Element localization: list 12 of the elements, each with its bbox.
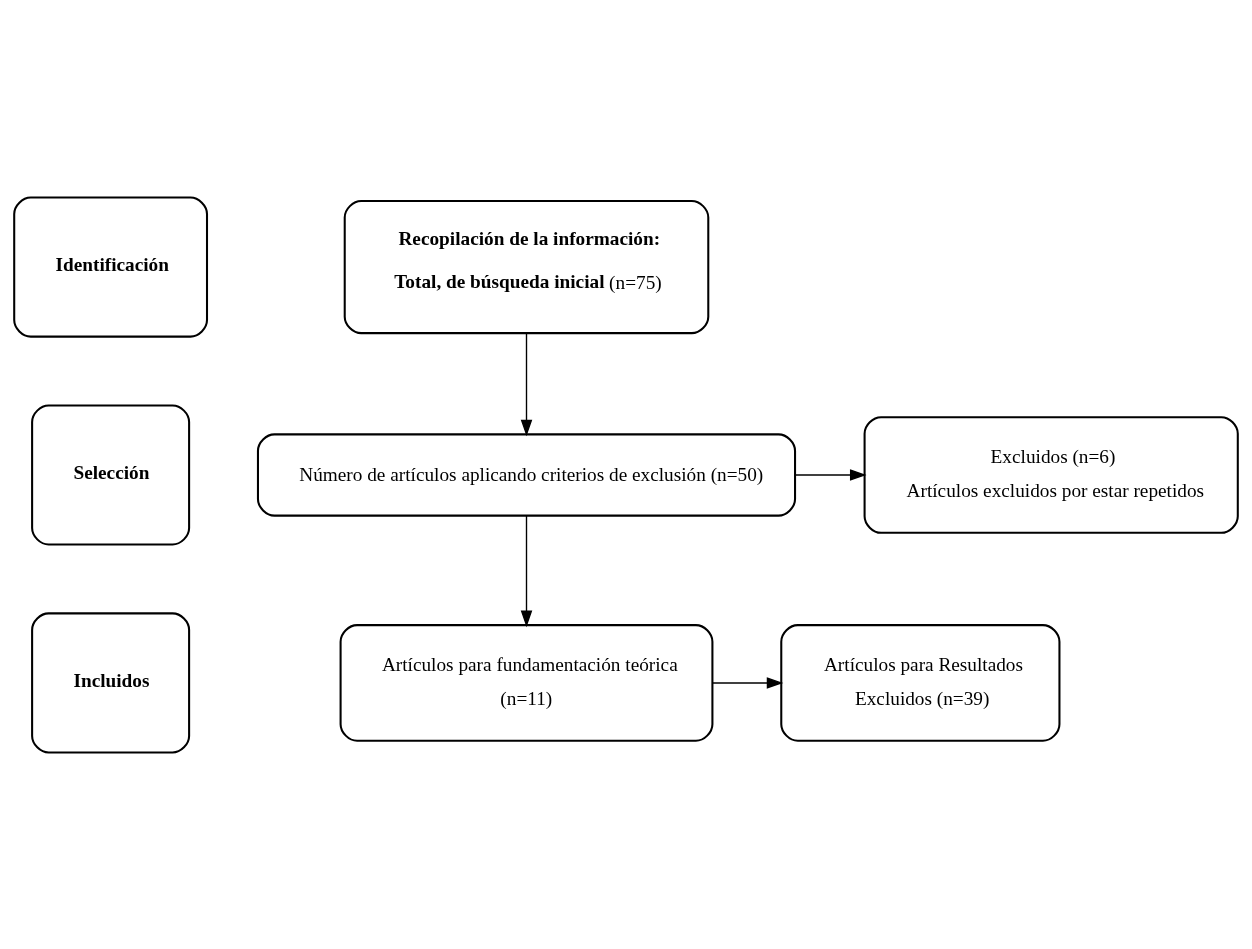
node-box: Recopilación de la información: Total, de búsqueda inicial (n=75) xyxy=(343,199,710,334)
node-box: Incluidos xyxy=(31,611,191,754)
arrow xyxy=(711,676,784,689)
node-box: Excluidos (n=6) Artículos excluidos por estar repetidos xyxy=(863,415,1239,534)
node-box: Artículos para fundamentación teórica (n=11) xyxy=(339,623,714,742)
arrow xyxy=(520,332,533,436)
node-box: Selección xyxy=(31,403,191,546)
node-box: Artículos para Resultados Excluidos (n=39) xyxy=(780,623,1061,742)
node-box: Identificación xyxy=(13,195,209,338)
node-box: Número de artículos aplicando criterios de exclusión (n=50) xyxy=(256,432,797,517)
arrow xyxy=(794,468,867,481)
arrow xyxy=(520,514,533,627)
